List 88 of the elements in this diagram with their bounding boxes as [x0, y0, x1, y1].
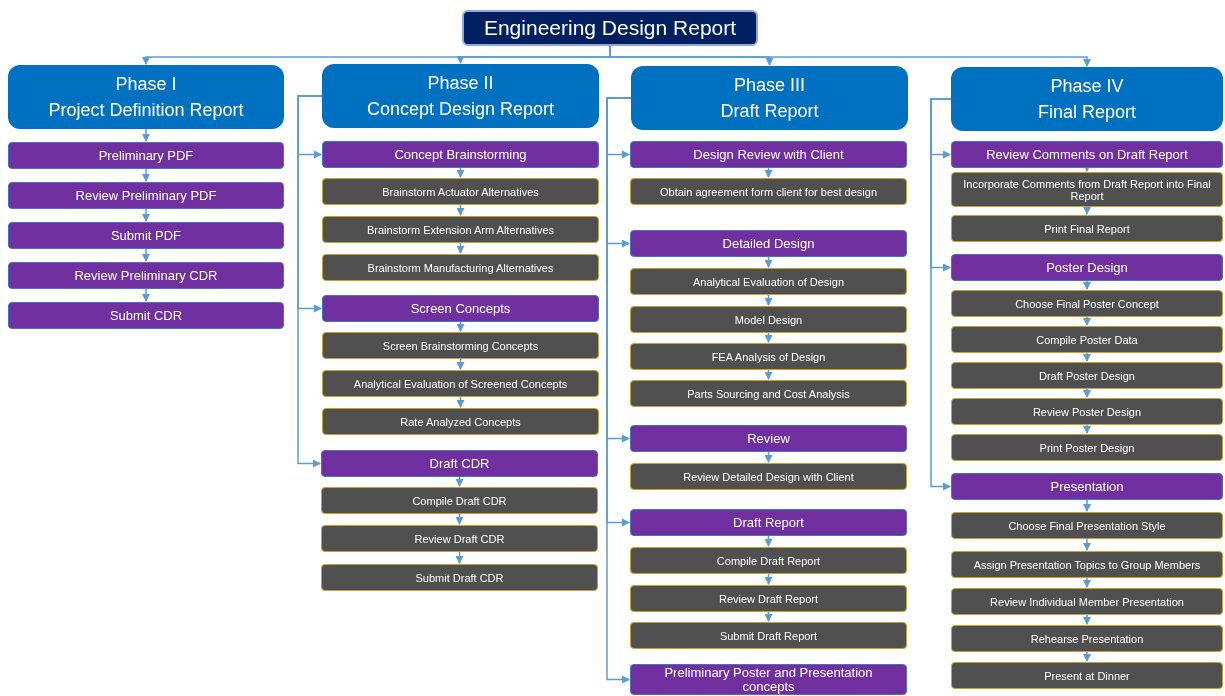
arrow [455, 551, 464, 564]
task-box: Brainstorm Manufacturing Alternatives [322, 254, 599, 281]
task-box: Compile Draft CDR [321, 487, 598, 514]
phase-box: Phase III Draft Report [631, 66, 908, 130]
arrow [764, 369, 773, 380]
group-box: Draft CDR [321, 450, 598, 477]
task-box: Submit Draft Report [630, 622, 907, 649]
phase-box: Phase I Project Definition Report [8, 65, 284, 129]
arrow [456, 242, 465, 254]
group-box: Review Preliminary PDF [8, 182, 284, 209]
arrow [764, 535, 773, 547]
task-box: Present at Dinner [951, 662, 1223, 689]
task-box: Assign Presentation Topics to Group Members [951, 551, 1223, 578]
arrow [456, 396, 465, 408]
arrow [1083, 614, 1091, 625]
arrow [764, 451, 773, 463]
group-box: Review [630, 425, 907, 452]
arrow [142, 248, 150, 262]
task-box: Review Draft CDR [321, 525, 598, 552]
task-box: Compile Draft Report [630, 547, 907, 574]
task-box: Incorporate Comments from Draft Report into Final Report [951, 172, 1223, 207]
task-box: Review Detailed Design with Client [630, 463, 907, 490]
task-box: Screen Brainstorming Concepts [322, 332, 599, 359]
arrow [764, 256, 773, 268]
task-box: Print Final Report [951, 215, 1223, 242]
task-box: Parts Sourcing and Cost Analysis [630, 380, 907, 407]
phase-box: Phase II Concept Design Report [322, 64, 599, 128]
group-box: Submit CDR [8, 302, 284, 329]
arrow [1083, 538, 1091, 551]
arrow [456, 321, 465, 332]
group-box: Detailed Design [630, 230, 907, 257]
arrow [1083, 352, 1091, 362]
arrow [1083, 577, 1091, 588]
task-box: Brainstorm Actuator Alternatives [322, 178, 599, 205]
task-box: Submit Draft CDR [321, 564, 598, 591]
task-box: Rehearse Presentation [951, 625, 1223, 652]
arrow [764, 332, 773, 343]
arrow [764, 167, 773, 178]
group-box: Review Preliminary CDR [8, 262, 284, 289]
arrow [1083, 651, 1091, 662]
arrow [455, 513, 464, 525]
group-box: Design Review with Client [630, 141, 907, 168]
task-box: Brainstorm Extension Arm Alternatives [322, 216, 599, 243]
arrow [455, 476, 464, 487]
arrow [142, 208, 150, 222]
group-box: Submit PDF [8, 222, 284, 249]
arrow [297, 95, 323, 468]
title-box: Engineering Design Report [462, 10, 758, 46]
group-box: Screen Concepts [322, 295, 599, 322]
task-box: Choose Final Presentation Style [951, 512, 1223, 539]
task-box: Compile Poster Data [951, 326, 1223, 353]
group-box: Preliminary PDF [8, 142, 284, 169]
task-box: Review Draft Report [630, 585, 907, 612]
group-box: Preliminary Poster and Presentation concepts [630, 664, 907, 695]
group-box: Poster Design [951, 254, 1223, 281]
task-box: FEA Analysis of Design [630, 343, 907, 370]
task-box: Model Design [630, 306, 907, 333]
arrow [930, 98, 952, 491]
arrow [456, 204, 465, 216]
arrow [1083, 316, 1091, 326]
task-box: Draft Poster Design [951, 362, 1223, 389]
arrow [1083, 424, 1091, 434]
arrow [1083, 499, 1091, 512]
arrow [764, 294, 773, 306]
arrow [142, 288, 150, 302]
arrow [1083, 206, 1091, 215]
arrow [142, 168, 150, 182]
task-box: Analytical Evaluation of Design [630, 268, 907, 295]
arrow [606, 97, 632, 684]
phase-box: Phase IV Final Report [951, 67, 1223, 131]
group-box: Draft Report [630, 509, 907, 536]
arrow [764, 611, 773, 622]
task-box: Analytical Evaluation of Screened Concepts [322, 370, 599, 397]
task-box: Review Individual Member Presentation [951, 588, 1223, 615]
task-box: Review Poster Design [951, 398, 1223, 425]
task-box: Obtain agreement form client for best design [630, 178, 907, 205]
group-box: Review Comments on Draft Report [951, 141, 1223, 168]
group-box: Presentation [951, 473, 1223, 500]
arrow [456, 358, 465, 370]
arrow [1083, 388, 1091, 398]
task-box: Rate Analyzed Concepts [322, 408, 599, 435]
task-box: Choose Final Poster Concept [951, 290, 1223, 317]
group-box: Concept Brainstorming [322, 141, 599, 168]
arrow [764, 573, 773, 585]
task-box: Print Poster Design [951, 434, 1223, 461]
arrow [456, 167, 465, 178]
arrow [142, 128, 150, 142]
arrow [1083, 280, 1091, 290]
